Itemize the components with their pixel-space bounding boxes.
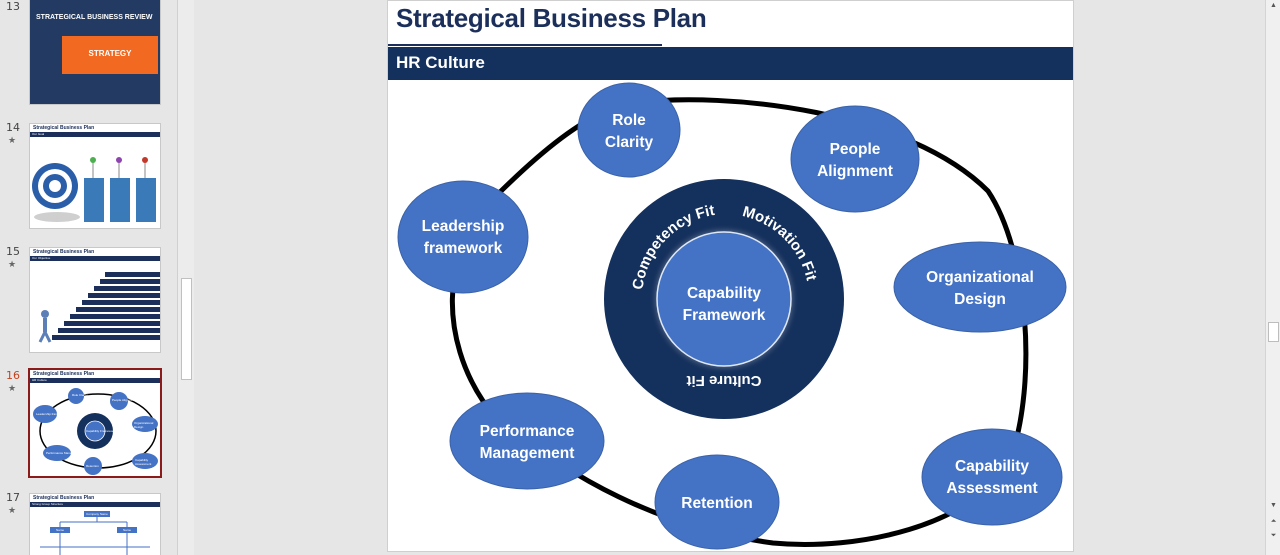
title-underline bbox=[388, 44, 662, 46]
thumb-16-node-people: People Alignment bbox=[112, 398, 136, 402]
editor-scrollbar-thumb[interactable] bbox=[1268, 322, 1279, 342]
thumb-16-node-org: Organizational Design bbox=[134, 421, 154, 429]
node-performance-management-line1: Performance bbox=[480, 423, 575, 440]
thumb-15-title: Strategical Business Plan bbox=[33, 249, 95, 255]
section-header-bar[interactable]: HR Culture bbox=[388, 47, 1073, 80]
slide-thumbnail-16[interactable]: Strategical Business Plan HR Culture Rol… bbox=[30, 370, 160, 476]
thumb-15-section-bar: Our Objective bbox=[30, 256, 160, 261]
node-performance-management-line2: Management bbox=[480, 445, 575, 462]
capability-core[interactable] bbox=[656, 231, 792, 367]
thumb-16-node-leadership: Leadership framework bbox=[36, 412, 66, 416]
node-leadership-framework-line2: framework bbox=[424, 240, 503, 257]
section-header-text: HR Culture bbox=[396, 53, 485, 72]
node-retention[interactable]: Retention bbox=[654, 454, 780, 550]
thumb-16-node-capassess: Capability Assessment bbox=[135, 458, 152, 466]
node-organizational-design-line1: Organizational bbox=[926, 269, 1034, 286]
slide-thumbnail-15[interactable]: Strategical Business Plan Our Objective bbox=[30, 248, 160, 352]
node-capability-assessment-line2: Assessment bbox=[946, 480, 1037, 497]
node-people-alignment[interactable]: People Alignment bbox=[790, 105, 920, 213]
scroll-up-icon[interactable]: ▲ bbox=[1270, 2, 1277, 9]
node-organizational-design[interactable]: Organizational Design bbox=[893, 241, 1067, 333]
thumb-14-section-bar: Our Goal bbox=[30, 132, 160, 137]
node-organizational-design-line2: Design bbox=[954, 291, 1006, 308]
thumb-13-title: STRATEGICAL BUSINESS REVIEW bbox=[36, 14, 153, 21]
thumb-17-section: Strong Group Structure bbox=[32, 502, 64, 506]
thumb-16-section-bar: HR Culture bbox=[30, 378, 160, 383]
ring-label-bottom: Culture Fit bbox=[687, 372, 762, 389]
thumbnail-scrollbar-thumb[interactable] bbox=[181, 278, 192, 380]
slide-editor[interactable]: Strategical Business Plan HR Culture Com… bbox=[387, 0, 1074, 552]
slide-thumbnail-17[interactable]: Strategical Business Plan Strong Group S… bbox=[30, 494, 160, 555]
thumb-17-section-bar: Strong Group Structure bbox=[30, 502, 160, 507]
slide-number-17: 17 bbox=[6, 491, 20, 504]
thumb-16-node-perf: Performance Management bbox=[46, 451, 82, 455]
slide-number-15: 15 bbox=[6, 245, 20, 258]
node-role-clarity-line2: Clarity bbox=[605, 134, 654, 151]
node-leadership-framework[interactable]: Leadership framework bbox=[397, 180, 529, 294]
thumb-16-title: Strategical Business Plan bbox=[33, 371, 95, 377]
thumb-17-box-left: Name bbox=[50, 527, 70, 533]
previous-slide-icon[interactable]: ⏶ bbox=[1270, 518, 1277, 525]
thumb-17-box-top: Company Name bbox=[84, 511, 110, 517]
node-people-alignment-line2: Alignment bbox=[817, 163, 893, 180]
node-role-clarity-line1: Role bbox=[612, 112, 646, 129]
next-slide-icon[interactable]: ⏷ bbox=[1270, 532, 1277, 539]
thumb-14-title: Strategical Business Plan bbox=[33, 125, 95, 131]
thumbnail-scrollbar[interactable] bbox=[177, 0, 194, 555]
slide-number-16: 16 bbox=[6, 369, 20, 382]
slide-14-star-icon: ★ bbox=[8, 135, 17, 145]
thumb-16-node-center: Capability Framework bbox=[86, 429, 116, 433]
thumb-16-diagram bbox=[33, 388, 158, 475]
slide-number-13: 13 bbox=[6, 0, 20, 13]
hr-culture-diagram: Competency Fit Motivation Fit Culture Fi… bbox=[397, 82, 1067, 550]
thumb-17-org-lines bbox=[40, 517, 150, 555]
node-capability-assessment[interactable]: Capability Assessment bbox=[921, 428, 1063, 526]
node-capability-assessment-line1: Capability bbox=[955, 458, 1029, 475]
thumb-14-section: Our Goal bbox=[32, 132, 45, 136]
editor-scrollbar[interactable]: ▲ ▼ ⏶ ⏷ bbox=[1265, 0, 1280, 555]
thumb-13-badge: STRATEGY bbox=[62, 36, 158, 74]
node-people-alignment-line1: People bbox=[830, 141, 881, 158]
thumb-14-target-graphic bbox=[32, 157, 156, 222]
slide-16-star-icon: ★ bbox=[8, 383, 17, 393]
slide-thumbnail-pane: 13 STRATEGICAL BUSINESS REVIEW STRATEGY … bbox=[0, 0, 177, 555]
slide-thumbnail-13[interactable]: STRATEGICAL BUSINESS REVIEW STRATEGY bbox=[30, 0, 160, 104]
slide-15-star-icon: ★ bbox=[8, 259, 17, 269]
thumb-16-section: HR Culture bbox=[32, 378, 47, 382]
thumb-16-node-role: Role Clarity bbox=[72, 393, 88, 397]
thumb-15-section: Our Objective bbox=[32, 256, 51, 260]
slide-17-star-icon: ★ bbox=[8, 505, 17, 515]
thumb-13-badge-label: STRATEGY bbox=[88, 49, 132, 58]
center-label-line2: Framework bbox=[683, 307, 766, 324]
slide-title[interactable]: Strategical Business Plan bbox=[396, 3, 707, 33]
thumb-15-stairs-graphic bbox=[38, 272, 160, 343]
center-label-line1: Capability bbox=[687, 285, 761, 302]
node-retention-line1: Retention bbox=[681, 495, 752, 512]
scroll-down-icon[interactable]: ▼ bbox=[1270, 502, 1277, 509]
thumb-17-box-right: Name bbox=[117, 527, 137, 533]
node-performance-management[interactable]: Performance Management bbox=[449, 392, 605, 490]
node-role-clarity[interactable]: Role Clarity bbox=[577, 82, 681, 178]
thumb-16-node-retention: Retention bbox=[86, 464, 99, 468]
thumb-17-title: Strategical Business Plan bbox=[33, 495, 95, 501]
node-leadership-framework-line1: Leadership bbox=[422, 218, 505, 235]
slide-number-14: 14 bbox=[6, 121, 20, 134]
slide-thumbnail-14[interactable]: Strategical Business Plan Our Goal bbox=[30, 124, 160, 228]
